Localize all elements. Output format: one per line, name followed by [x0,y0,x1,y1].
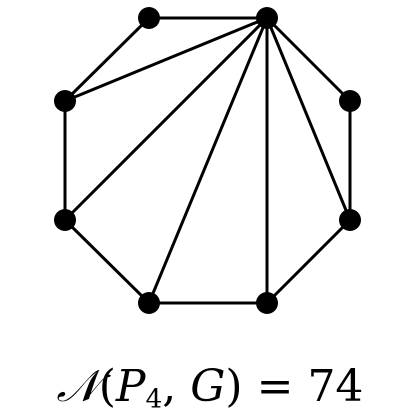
vertex-v7 [54,209,76,231]
edge-v2-v7 [63,16,269,222]
vertex-v1 [138,7,160,29]
caption-open-paren: ( [98,361,116,412]
edges-layer [63,16,352,305]
edge-v8-v1 [63,16,151,103]
caption-g-letter: G [190,361,226,412]
vertices-layer [54,7,361,314]
count-caption: 𝒩(P4, G) = 74 [0,352,420,420]
caption-value: 74 [307,361,364,412]
caption-close-equals: ) = [225,361,308,412]
caption-comma: , [162,361,191,412]
caption-p-letter: P [115,361,146,412]
vertex-v6 [138,292,160,314]
caption-script-n: 𝒩 [56,361,99,412]
caption-p-subscript: 4 [145,383,163,415]
vertex-v2 [256,7,278,29]
vertex-v5 [256,292,278,314]
vertex-v3 [339,90,361,112]
edge-v2-v8 [63,16,269,103]
vertex-v4 [339,209,361,231]
edge-v2-v6 [147,16,269,305]
edge-v6-v7 [63,218,151,305]
edge-v2-v4 [265,16,352,222]
edge-v2-v3 [265,16,352,103]
vertex-v8 [54,90,76,112]
edge-v4-v5 [265,218,352,305]
